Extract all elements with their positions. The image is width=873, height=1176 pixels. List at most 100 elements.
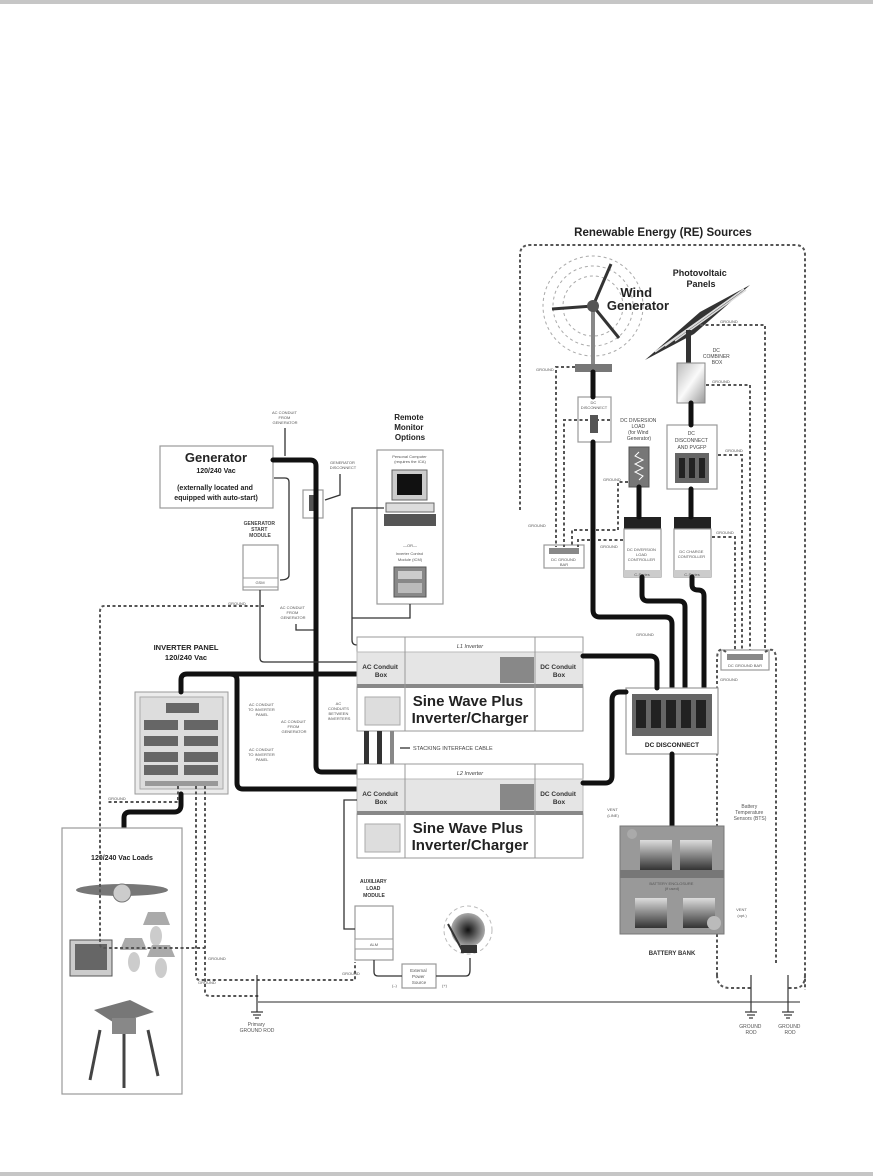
generator-note: (externally located and equipped with au… xyxy=(174,485,258,502)
ac-conduit-to-panel-2: AC CONDUIT TO INVERTER PANEL xyxy=(248,747,276,762)
battery xyxy=(680,840,712,870)
icm-cable xyxy=(352,604,411,619)
controller-ground-wire xyxy=(577,539,623,547)
battery-enclosure-label: BATTERY ENCLOSURE (if used) xyxy=(649,881,694,891)
personal-computer-icon xyxy=(384,469,436,526)
pv-ground-wire xyxy=(700,324,766,655)
inverter-l2-dc-cable xyxy=(580,689,629,786)
stacking-cable-label: STACKING INTERFACE CABLE xyxy=(413,746,493,752)
wind-to-disconnect-cable xyxy=(590,439,675,693)
re-sources-title: Renewable Energy (RE) Sources xyxy=(574,227,752,239)
ground-label: GROUND xyxy=(720,319,738,324)
generator-ac-cable xyxy=(270,457,360,775)
ground-label: GROUND xyxy=(528,523,546,528)
ground-label: GROUND xyxy=(600,544,618,549)
dc-ground-bar-re-label: DC GROUND BAR xyxy=(551,557,577,567)
charge-ctrl-ground-wire xyxy=(712,536,736,655)
dc-disconnect-pvgfp-label: DC DISCONNECT AND PVGFP xyxy=(675,431,709,451)
bts-label: Battery Temperature Sensors (BTS) xyxy=(734,804,767,822)
ac-conduit-from-generator-top: AC CONDUIT FROM GENERATOR xyxy=(272,410,298,425)
generator-voltage: 120/240 Vac xyxy=(196,468,235,475)
photovoltaic-panels xyxy=(645,285,750,365)
alm-ground-wire xyxy=(195,786,356,981)
ground-loop-west xyxy=(99,605,264,997)
vent-top xyxy=(627,829,637,839)
ground-label: GROUND xyxy=(712,379,730,384)
remote-monitor-title: Remote Monitor Options xyxy=(394,413,426,442)
inverter-panel-voltage: 120/240 Vac xyxy=(165,653,207,662)
icm-label: Inverter Control Module (ICM) xyxy=(396,551,425,562)
alm-power-wire xyxy=(373,960,402,977)
pvgfp-ground-wire xyxy=(718,454,743,655)
battery-bank-title: BATTERY BANK xyxy=(649,951,696,957)
ac-loads-title: 120/240 Vac Loads xyxy=(91,855,153,862)
generator-box xyxy=(159,445,274,509)
ground-label: GROUND xyxy=(208,956,226,961)
ground-label: GROUND xyxy=(342,971,360,976)
vent-bottom xyxy=(707,916,721,930)
alm-abbr: ALM xyxy=(370,942,378,947)
generator-start-module-label: GENERATOR START MODULE xyxy=(244,521,277,539)
ground-label: GROUND xyxy=(603,477,621,482)
diversion-ground-wire xyxy=(571,481,628,547)
dc-disconnect-main-label: DC DISCONNECT xyxy=(645,742,699,749)
vent-bottom-label: VENT (opt.) xyxy=(736,907,748,918)
dc-combiner-label: DC COMBINER BOX xyxy=(703,348,731,366)
ground-rod-2-link xyxy=(788,974,806,989)
primary-ground-rod-icon xyxy=(251,975,263,1019)
combiner-ground-wire xyxy=(706,384,751,655)
ac-conduit-from-generator-mid: AC CONDUIT FROM GENERATOR xyxy=(281,719,307,734)
wind-ground-wire xyxy=(555,366,575,547)
pointer-line xyxy=(295,624,315,631)
inverter-l2-label: L2 Inverter xyxy=(457,771,484,777)
wind-generator-label: Wind Generator xyxy=(607,285,669,313)
inverter-l1-ac-box: AC Conduit Box xyxy=(362,664,400,679)
diversion-ctrl-cable xyxy=(639,574,688,693)
inverter-l2-name: Sine Wave Plus Inverter/Charger xyxy=(412,820,529,854)
alarm-bell-icon xyxy=(443,905,493,955)
battery xyxy=(640,840,672,870)
ac-conduit-between-1 xyxy=(364,731,369,764)
inverter-l2-dc-box: DC Conduit Box xyxy=(540,791,578,806)
gsm-abbr: GSM xyxy=(255,580,264,585)
or-divider: —OR— xyxy=(403,543,417,548)
battery xyxy=(635,898,667,928)
ac-conduit-from-generator-lower: AC CONDUIT FROM GENERATOR xyxy=(280,605,306,620)
generator-disconnect-label: GENERATOR DISCONNECT xyxy=(330,460,357,470)
ground-label: GROUND xyxy=(228,601,246,606)
bell-power-wire xyxy=(436,958,471,977)
ground-label: GROUND xyxy=(108,796,126,801)
negative-terminal-label: (–) xyxy=(392,983,398,988)
charge-ctrl-cable xyxy=(689,574,707,693)
inverter-l2-ac-box: AC Conduit Box xyxy=(362,791,400,806)
dc-combiner-box xyxy=(676,362,706,404)
ground-rod-1-wire xyxy=(716,648,727,975)
vent-top-label: VENT (LINE) xyxy=(607,807,619,818)
table-saw-icon xyxy=(88,1000,160,1088)
ac-conduit-to-panel-1: AC CONDUIT TO INVERTER PANEL xyxy=(248,702,276,717)
ground-label: GROUND xyxy=(725,448,743,453)
positive-terminal-label: (+) xyxy=(442,983,448,988)
pv-panels-label: Photovoltaic Panels xyxy=(673,268,730,289)
generator-title: Generator xyxy=(185,450,247,465)
re-ground-loop xyxy=(519,244,806,990)
television-icon xyxy=(69,939,113,977)
ac-conduits-between-inverters: AC CONDUITS BETWEEN INVERTERS xyxy=(328,701,351,721)
dc-ground-bar-main-label: DC GROUND BAR xyxy=(728,663,762,668)
dc-diversion-load xyxy=(628,446,650,488)
external-power-label: External Power Source xyxy=(410,968,428,985)
inverter-l2 xyxy=(356,763,584,859)
dc-charge-controller xyxy=(673,517,712,578)
ground-label: GROUND xyxy=(536,367,554,372)
inverter-l1-dc-box: DC Conduit Box xyxy=(540,664,578,679)
stacking-interface-cable xyxy=(390,731,394,764)
monitor-cable xyxy=(351,507,384,646)
inverter-l1-label: L1 Inverter xyxy=(457,644,484,650)
ground-label: GROUND xyxy=(198,980,216,985)
pc-label: Personal Computer (requires the ICA) xyxy=(392,454,428,464)
pointer-line xyxy=(324,474,341,501)
ac-conduit-between-2 xyxy=(377,731,382,764)
wind-dc-disconnect-label: DC DISCONNECT xyxy=(581,400,608,410)
auxiliary-load-module[interactable] xyxy=(354,905,394,961)
